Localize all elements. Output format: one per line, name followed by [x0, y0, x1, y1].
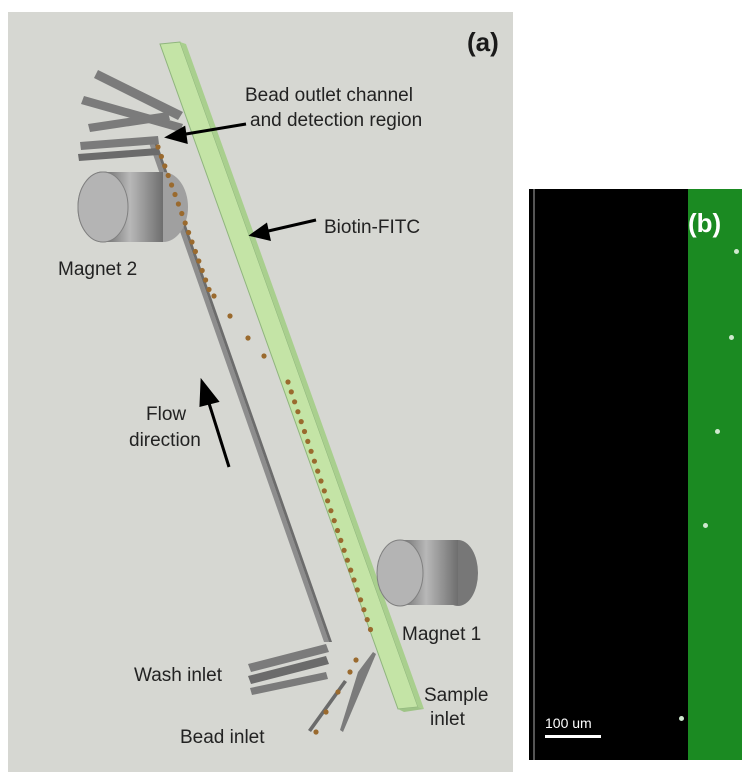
bead [298, 419, 304, 425]
bead [211, 293, 217, 299]
bead [158, 153, 164, 160]
arrow-biotin [263, 218, 317, 234]
bead [335, 689, 341, 695]
bead [179, 210, 185, 217]
bead [367, 626, 374, 633]
bead [315, 468, 321, 474]
schematic-svg [77, 41, 478, 735]
bead [353, 657, 359, 663]
bead [206, 286, 212, 293]
bead [308, 448, 314, 454]
flow-arrow [206, 399, 231, 468]
biotin-fitc-channel [159, 41, 424, 712]
inlet-channels [248, 644, 376, 732]
label-sample-2: inlet [430, 709, 465, 730]
bead [351, 577, 357, 583]
label-wash-inlet: Wash inlet [134, 665, 222, 686]
bead [364, 617, 370, 623]
bead [199, 267, 205, 274]
annotation-arrows [164, 122, 317, 468]
panel-a-letter: (a) [467, 27, 499, 57]
arrow-bead-outlet [179, 122, 247, 137]
bead [292, 399, 298, 405]
label-magnet-1: Magnet 1 [402, 624, 482, 645]
bead [155, 144, 161, 150]
bead [328, 508, 334, 514]
wash-channel [148, 140, 332, 642]
magnet-1 [376, 539, 478, 607]
bead-dot [729, 335, 734, 340]
bead [165, 172, 171, 179]
bead [338, 537, 344, 544]
scale-bar [545, 735, 601, 738]
bead [318, 478, 324, 484]
bead [348, 567, 354, 573]
bead [331, 518, 337, 524]
magnet-2 [77, 171, 188, 243]
bead [203, 277, 209, 283]
bead [169, 182, 175, 188]
label-sample-1: Sample [424, 685, 489, 706]
bead [344, 557, 350, 563]
bead-dot [734, 249, 739, 254]
bead [361, 607, 367, 613]
label-bead-outlet-2: and detection region [250, 110, 423, 131]
label-bead-inlet: Bead inlet [180, 727, 265, 748]
label-biotin-fitc: Biotin-FITC [324, 217, 421, 238]
channel-edge-line [533, 189, 535, 760]
beads [155, 144, 374, 735]
bead [354, 587, 360, 593]
bead-dot [703, 523, 708, 528]
label-flow: Flow [146, 404, 187, 425]
bead [192, 248, 198, 255]
bead [261, 353, 267, 359]
fitc-channel-band [688, 189, 742, 760]
bead [305, 438, 311, 444]
bead [288, 389, 294, 395]
label-direction: direction [129, 430, 201, 451]
bead [285, 379, 291, 385]
bead [347, 669, 353, 675]
bead [172, 191, 178, 198]
bead-dot [715, 429, 720, 434]
panel-b: 100 um (b) [523, 183, 748, 766]
bead-outlet-channels [78, 70, 183, 161]
bead [323, 709, 329, 715]
panel-b-letter: (b) [688, 208, 722, 238]
bead [227, 313, 233, 319]
scale-bar-label: 100 um [545, 715, 592, 731]
bead [196, 258, 202, 264]
panel-a: (a) Bead outlet channel and detection re… [8, 12, 513, 772]
flow-arrow-head [199, 377, 220, 407]
arrow-biotin-head [248, 222, 271, 242]
bead [321, 488, 327, 494]
fluorescence-image: 100 um (b) [529, 189, 742, 760]
bead [295, 409, 301, 415]
bead [175, 201, 181, 207]
bead [325, 498, 331, 504]
bead [189, 239, 195, 245]
label-bead-outlet-1: Bead outlet channel [245, 85, 413, 106]
bead [313, 729, 319, 735]
bead [341, 547, 347, 553]
bead [311, 458, 317, 464]
label-magnet-2: Magnet 2 [58, 259, 138, 280]
bead [186, 229, 192, 236]
arrow-bead-outlet-head [164, 125, 188, 145]
bead [334, 527, 341, 534]
bead-dot [679, 716, 684, 721]
bead [358, 597, 364, 603]
bead [301, 428, 308, 435]
bead [245, 335, 251, 341]
bead [162, 163, 168, 169]
bead [182, 220, 188, 226]
